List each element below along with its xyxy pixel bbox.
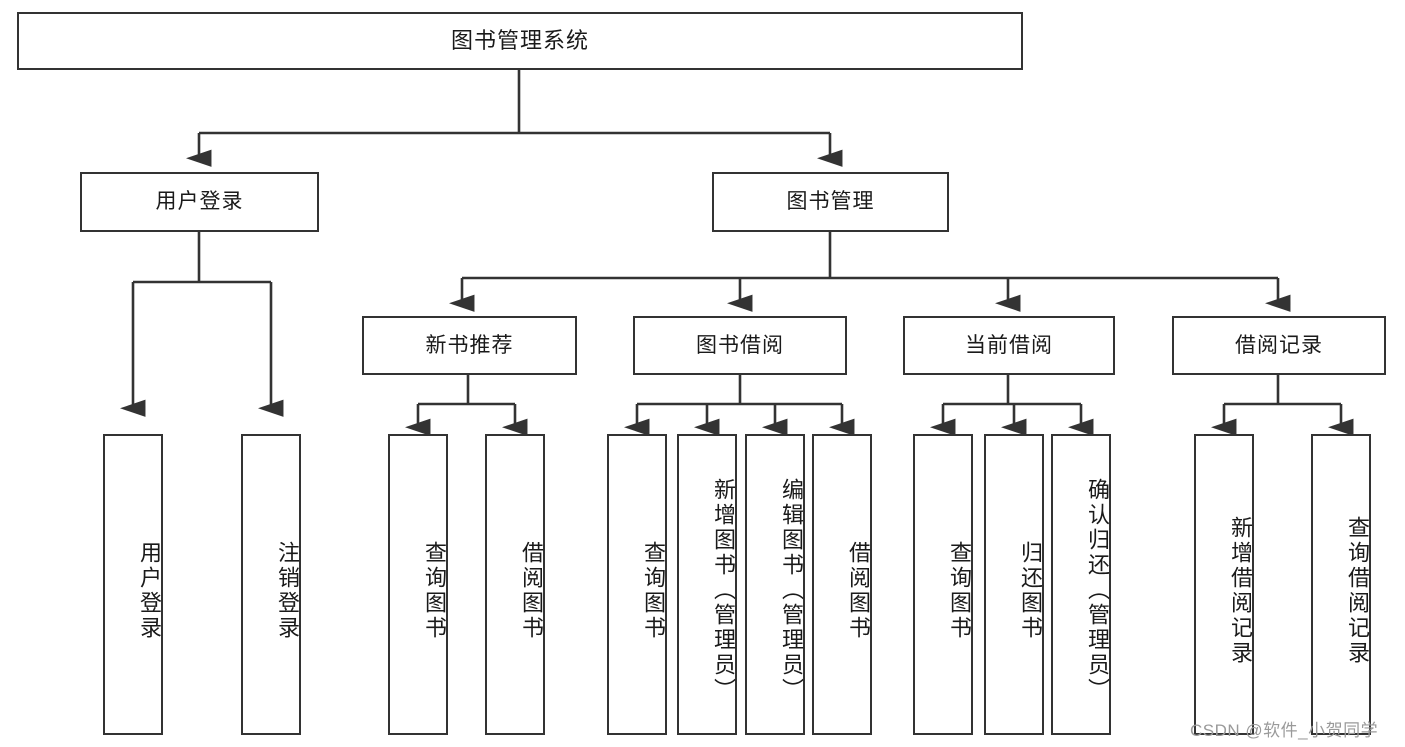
leaf-label: 新增图书（管理员）: [711, 478, 736, 703]
leaf-query-book-current[interactable]: 查询图书: [913, 434, 973, 735]
leaf-borrow-book-borrow[interactable]: 借阅图书: [812, 434, 872, 735]
leaf-query-borrow-record[interactable]: 查询借阅记录: [1311, 434, 1371, 735]
leaf-label: 用户登录: [137, 540, 162, 641]
leaf-label: 新增借阅记录: [1228, 515, 1253, 666]
leaf-add-book-admin[interactable]: 新增图书（管理员）: [677, 434, 737, 735]
node-user-login[interactable]: 用户登录: [80, 172, 319, 232]
leaf-label: 归还图书: [1018, 540, 1043, 641]
leaf-label: 查询图书: [947, 540, 972, 641]
csdn-watermark: CSDN @软件_小贺同学: [1190, 721, 1379, 740]
leaf-label: 借阅图书: [519, 540, 544, 641]
leaf-query-book-new-rec[interactable]: 查询图书: [388, 434, 448, 735]
leaf-confirm-return-admin[interactable]: 确认归还（管理员）: [1051, 434, 1111, 735]
leaf-query-book-borrow[interactable]: 查询图书: [607, 434, 667, 735]
leaf-label: 编辑图书（管理员）: [779, 478, 804, 703]
node-current-borrow[interactable]: 当前借阅: [903, 316, 1115, 375]
node-new-book-recommend[interactable]: 新书推荐: [362, 316, 577, 375]
leaf-label: 查询图书: [641, 540, 666, 641]
node-borrow-record[interactable]: 借阅记录: [1172, 316, 1386, 375]
leaf-logout-login[interactable]: 注销登录: [241, 434, 301, 735]
node-root-system[interactable]: 图书管理系统: [17, 12, 1023, 70]
leaf-label: 查询借阅记录: [1345, 515, 1370, 666]
leaf-user-login[interactable]: 用户登录: [103, 434, 163, 735]
leaf-edit-book-admin[interactable]: 编辑图书（管理员）: [745, 434, 805, 735]
leaf-add-borrow-record[interactable]: 新增借阅记录: [1194, 434, 1254, 735]
node-book-manage[interactable]: 图书管理: [712, 172, 949, 232]
leaf-label: 注销登录: [275, 540, 300, 641]
leaf-borrow-book-new-rec[interactable]: 借阅图书: [485, 434, 545, 735]
leaf-label: 借阅图书: [846, 540, 871, 641]
leaf-label: 确认归还（管理员）: [1085, 478, 1110, 703]
node-book-borrow[interactable]: 图书借阅: [633, 316, 847, 375]
leaf-label: 查询图书: [422, 540, 447, 641]
leaf-return-book[interactable]: 归还图书: [984, 434, 1044, 735]
